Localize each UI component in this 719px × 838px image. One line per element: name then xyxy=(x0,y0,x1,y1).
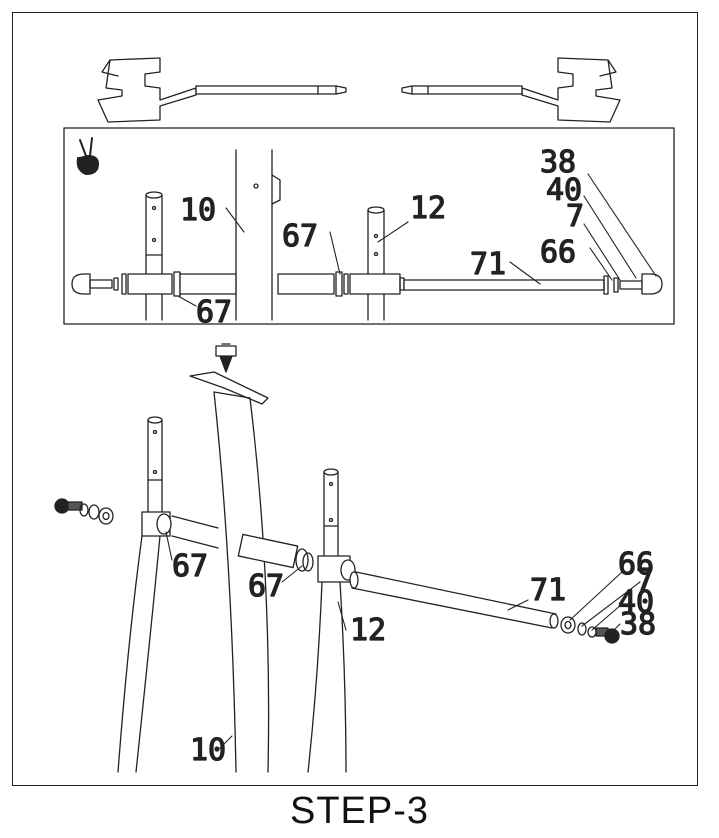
main-label-bolt: 38 xyxy=(620,607,656,642)
main-label-upright: 12 xyxy=(350,613,386,648)
detail-upright-left xyxy=(145,191,163,321)
wrench-left-icon xyxy=(97,57,347,123)
main-fasteners-left xyxy=(54,498,114,525)
detail-tube-assembly xyxy=(71,271,663,297)
detail-label-spacer-upper: 67 xyxy=(282,219,318,254)
diagram-frame xyxy=(12,12,698,786)
main-label-washer-66: 66 xyxy=(618,547,654,582)
victory-hand-icon xyxy=(76,137,99,175)
main-upright-right xyxy=(307,468,356,773)
main-frame-center xyxy=(189,343,270,773)
step-title: STEP-3 xyxy=(289,790,430,832)
main-label-spacer-mid: 67 xyxy=(248,569,284,604)
detail-label-spacer-lower: 67 xyxy=(196,295,232,330)
wrench-right-icon xyxy=(401,57,621,123)
main-label-washer-7: 7 xyxy=(636,563,654,598)
main-label-spacer-left: 67 xyxy=(172,549,208,584)
main-label-frame: 10 xyxy=(190,733,226,768)
main-upright-left xyxy=(117,416,172,773)
main-tube-left xyxy=(171,515,219,549)
detail-label-frame: 10 xyxy=(180,193,216,228)
detail-label-bolt: 38 xyxy=(540,145,576,180)
main-label-lock-washer: 40 xyxy=(618,585,654,620)
detail-label-upright: 12 xyxy=(410,191,446,226)
main-label-axle: 71 xyxy=(530,573,566,608)
detail-label-washer-66: 66 xyxy=(540,235,576,270)
main-axle xyxy=(349,571,559,629)
detail-label-axle: 71 xyxy=(470,247,506,282)
detail-upright-right xyxy=(367,206,385,321)
main-leader-lines xyxy=(165,531,641,749)
detail-label-lock-washer: 40 xyxy=(546,173,582,208)
detail-label-washer-7: 7 xyxy=(566,199,584,234)
main-fasteners-right xyxy=(560,616,620,644)
detail-inset-box xyxy=(63,127,675,325)
detail-frame-center xyxy=(235,149,281,321)
detail-leader-lines xyxy=(177,173,657,307)
main-spacer-mid xyxy=(237,533,314,572)
